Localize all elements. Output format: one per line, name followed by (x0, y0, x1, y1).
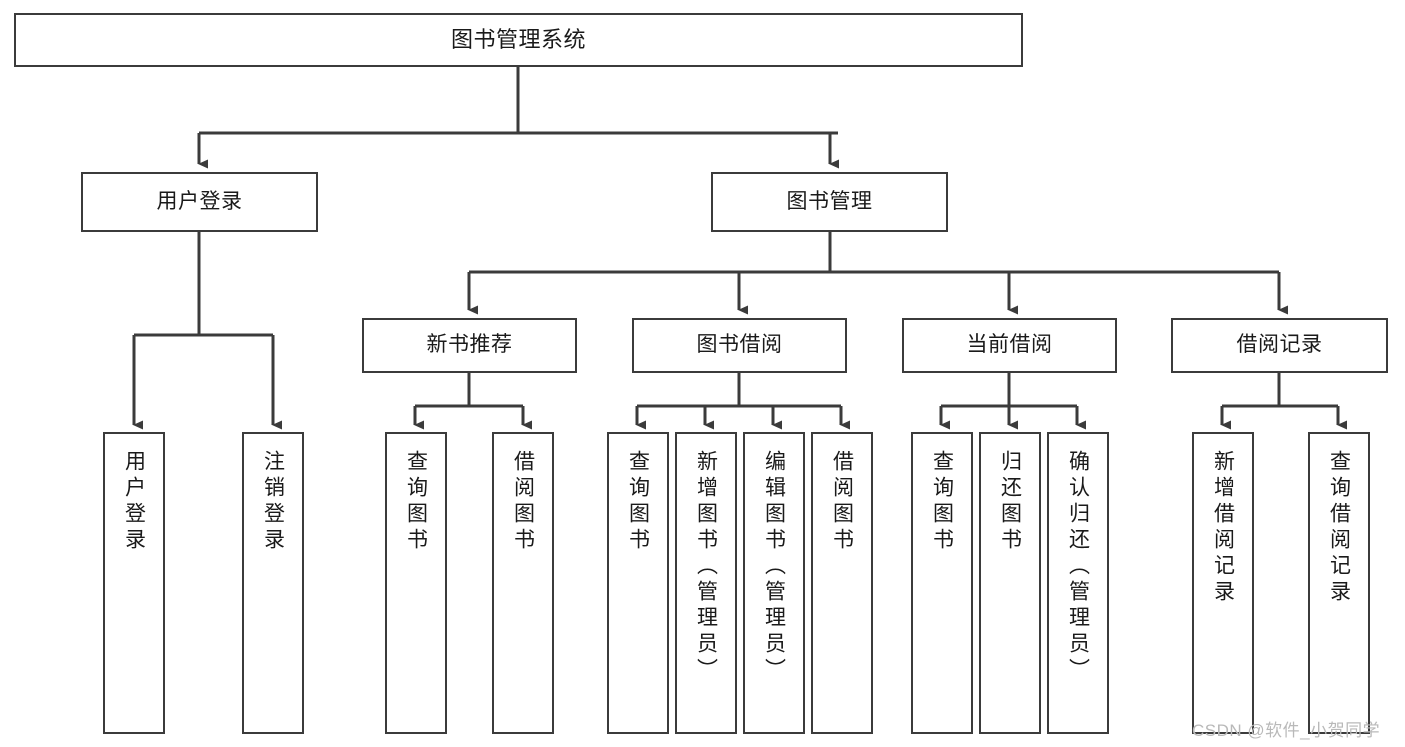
leaf-user-login[interactable]: 用户登录 (103, 432, 165, 734)
node-user-login[interactable]: 用户登录 (81, 172, 318, 232)
node-root-system[interactable]: 图书管理系统 (14, 13, 1023, 67)
node-label: 新增借阅记录 (1211, 450, 1235, 606)
leaf-cb-return-book[interactable]: 归还图书 (979, 432, 1041, 734)
node-label: 归还图书 (998, 450, 1022, 554)
node-label: 查询借阅记录 (1327, 450, 1351, 606)
node-label: 用户登录 (122, 450, 146, 554)
node-label: 图书借阅 (696, 333, 783, 357)
node-label: 图书管理系统 (450, 27, 586, 53)
leaf-cb-query-book[interactable]: 查询图书 (911, 432, 973, 734)
node-label: 注销登录 (261, 450, 285, 554)
node-label: 用户登录 (156, 189, 243, 213)
node-borrow-record[interactable]: 借阅记录 (1171, 318, 1388, 373)
leaf-bb-edit-book[interactable]: 编辑图书（管理员） (743, 432, 805, 734)
leaf-nb-query-book[interactable]: 查询图书 (385, 432, 447, 734)
node-label: 新书推荐 (426, 333, 513, 357)
leaf-bb-add-book[interactable]: 新增图书（管理员） (675, 432, 737, 734)
node-label: 查询图书 (626, 450, 650, 554)
node-label: 新增图书（管理员） (694, 450, 718, 684)
leaf-br-query-record[interactable]: 查询借阅记录 (1308, 432, 1370, 734)
node-label: 借阅图书 (830, 450, 854, 554)
node-new-book-recommend[interactable]: 新书推荐 (362, 318, 577, 373)
node-current-borrow[interactable]: 当前借阅 (902, 318, 1117, 373)
node-label: 确认归还（管理员） (1066, 450, 1090, 684)
node-label: 当前借阅 (966, 333, 1053, 357)
leaf-nb-borrow-book[interactable]: 借阅图书 (492, 432, 554, 734)
leaf-br-add-record[interactable]: 新增借阅记录 (1192, 432, 1254, 734)
node-label: 查询图书 (930, 450, 954, 554)
node-label: 编辑图书（管理员） (762, 450, 786, 684)
leaf-bb-query-book[interactable]: 查询图书 (607, 432, 669, 734)
leaf-cb-confirm-return[interactable]: 确认归还（管理员） (1047, 432, 1109, 734)
leaf-bb-borrow-book[interactable]: 借阅图书 (811, 432, 873, 734)
leaf-logout[interactable]: 注销登录 (242, 432, 304, 734)
node-label: 图书管理 (786, 189, 873, 213)
node-label: 借阅记录 (1236, 333, 1323, 357)
node-label: 借阅图书 (511, 450, 535, 554)
node-book-borrow[interactable]: 图书借阅 (632, 318, 847, 373)
node-label: 查询图书 (404, 450, 428, 554)
node-book-management[interactable]: 图书管理 (711, 172, 948, 232)
